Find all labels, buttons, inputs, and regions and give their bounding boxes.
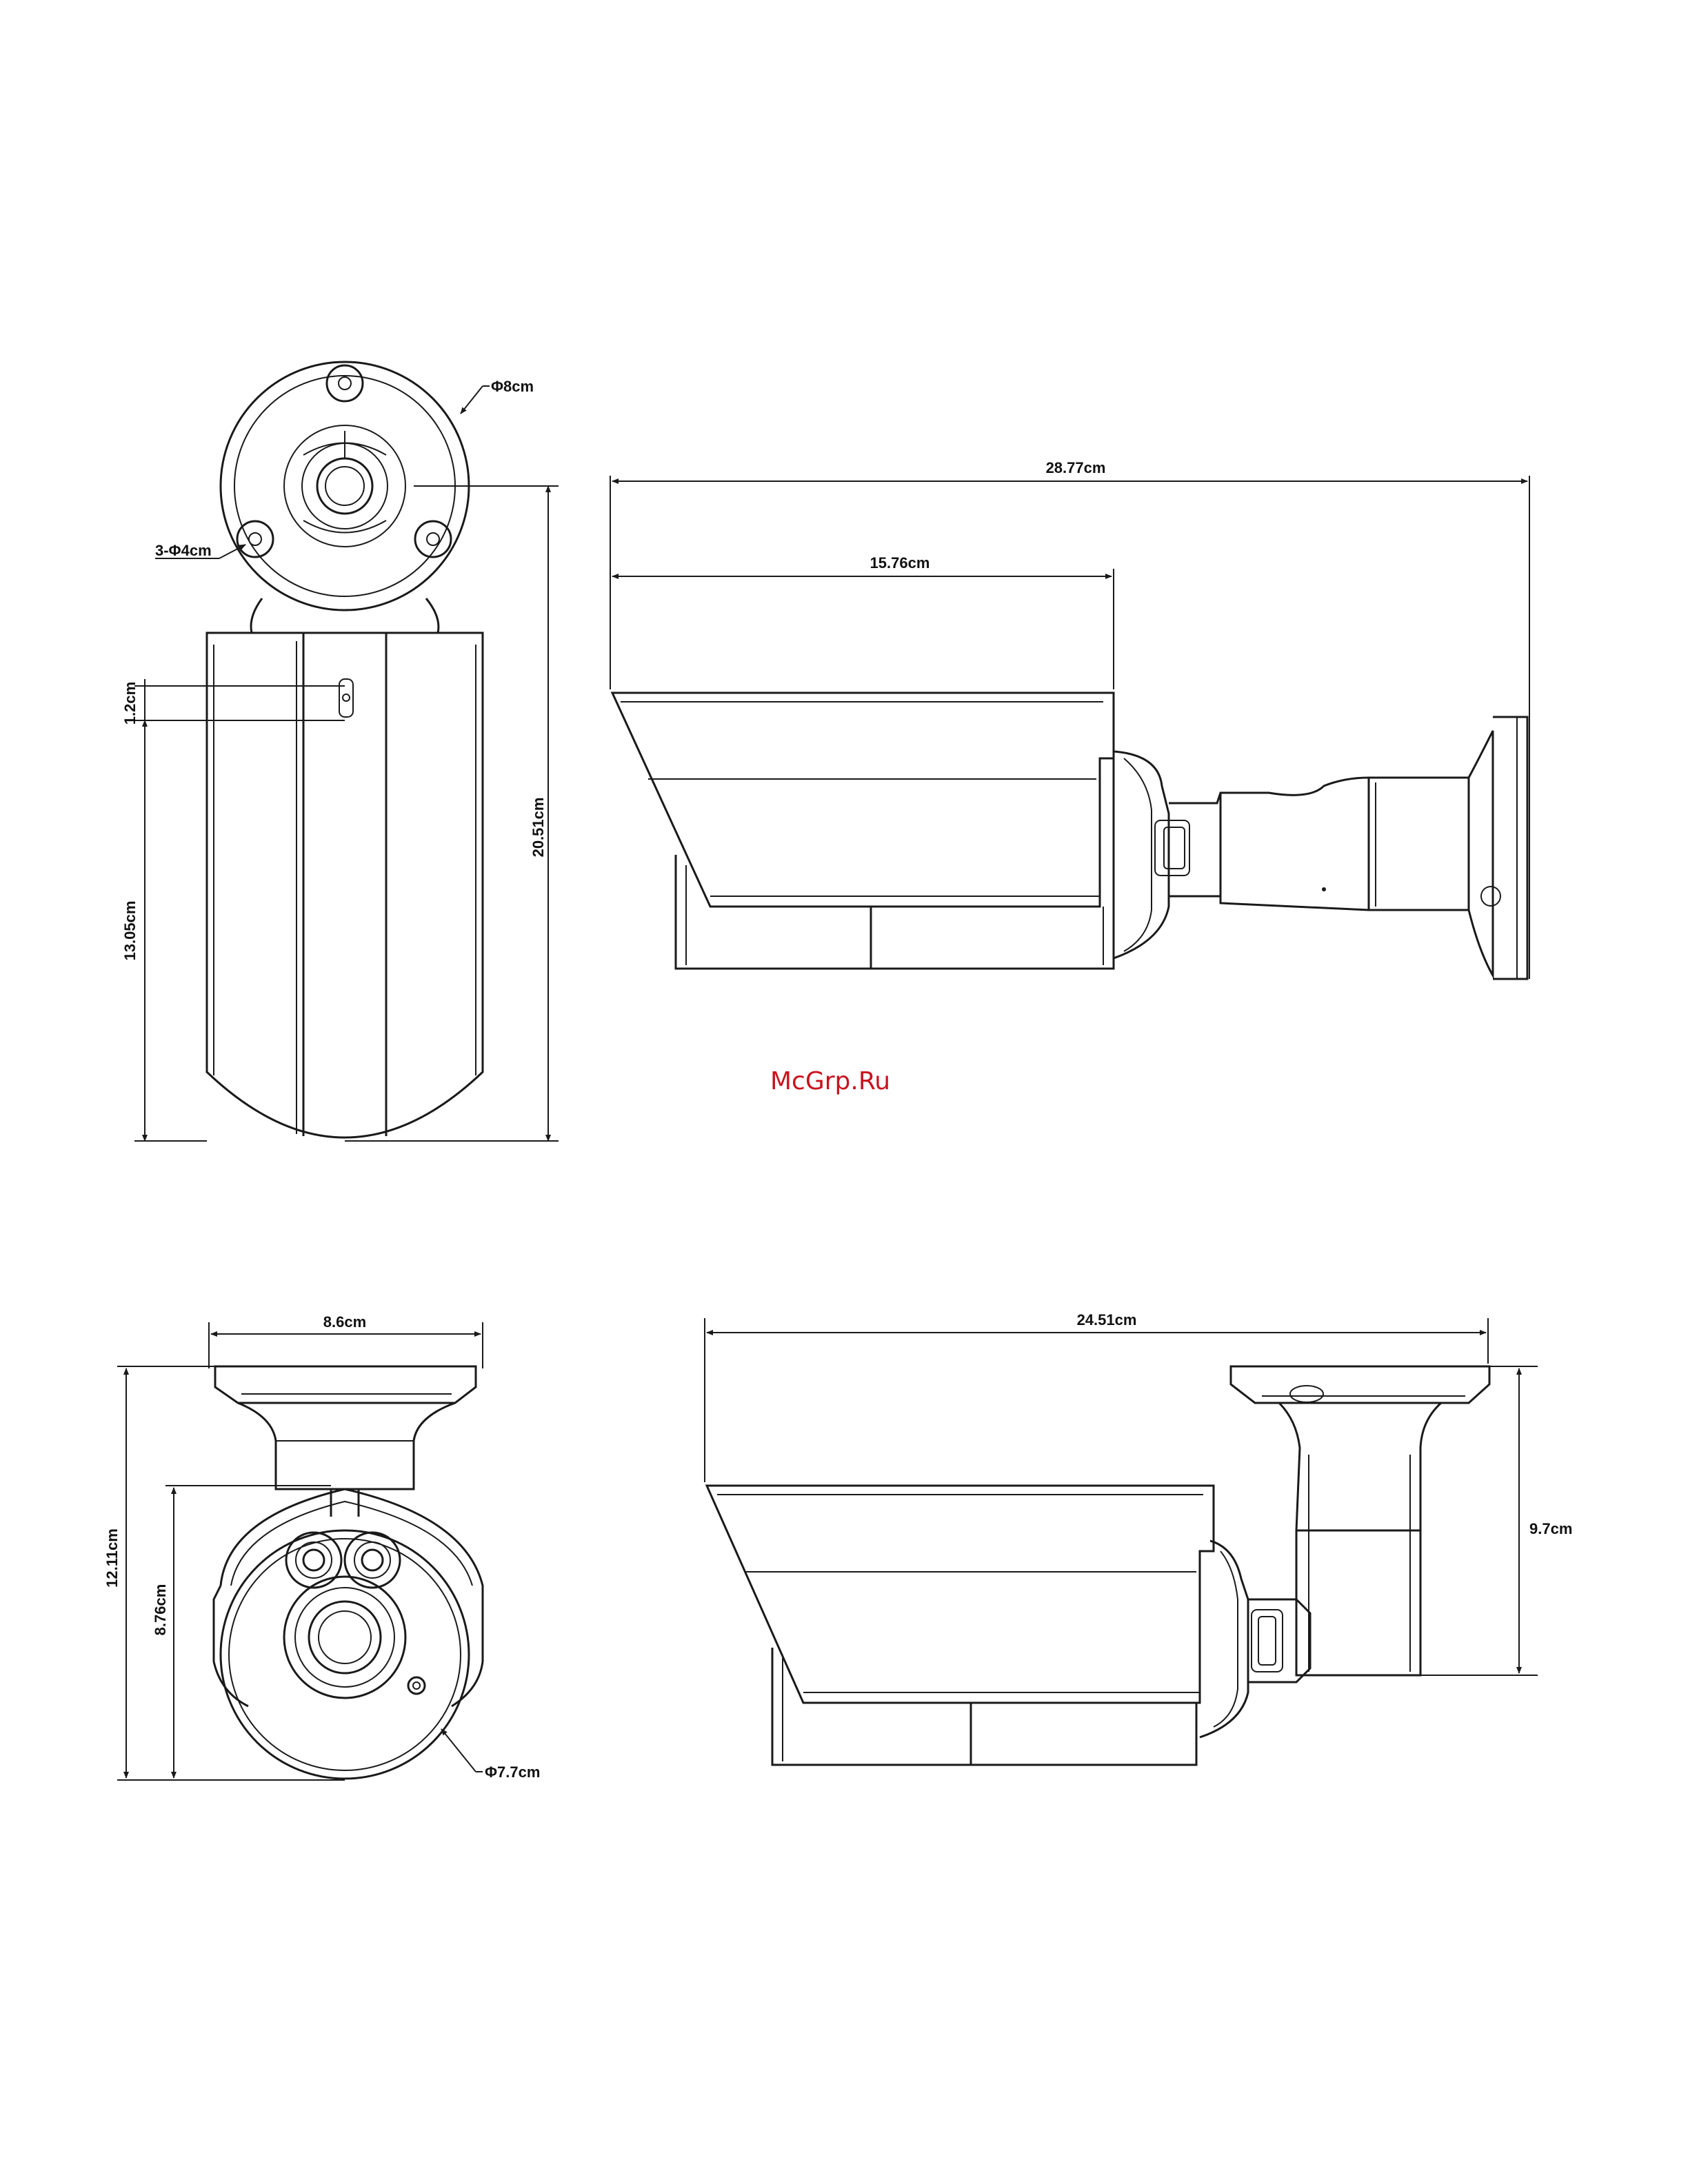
watermark: McGrp.Ru bbox=[770, 1067, 890, 1095]
bracket-height-label: 9.7cm bbox=[1529, 1520, 1572, 1537]
front-body-height-dimension: 8.76cm bbox=[152, 1486, 331, 1778]
body-length-label: 13.05cm bbox=[121, 901, 139, 961]
front-diameter-label: Φ7.7cm bbox=[485, 1763, 540, 1781]
diameter-8-label: Φ8cm bbox=[491, 378, 534, 395]
front-height-dimension: 12.11cm bbox=[103, 1366, 345, 1780]
hood-length-label: 15.76cm bbox=[870, 554, 930, 572]
bracket-arm bbox=[1155, 717, 1527, 979]
view-side-upper: 28.77cm 15.76cm bbox=[610, 459, 1529, 979]
front-width-label: 8.6cm bbox=[323, 1313, 366, 1331]
front-diameter-callout: Φ7.7cm bbox=[441, 1729, 540, 1781]
front-body bbox=[221, 1530, 469, 1779]
lower-camera-body bbox=[772, 1648, 1196, 1765]
front-wall-plate bbox=[215, 1366, 476, 1403]
mount-base-circle bbox=[221, 362, 469, 633]
side-length-label: 24.51cm bbox=[1077, 1311, 1137, 1328]
view-front: 8.6cm 12.11cm 8.76cm Φ7.7cm bbox=[103, 1313, 540, 1781]
overall-height-dimension: 20.51cm bbox=[345, 486, 559, 1141]
overall-length-dimension: 28.77cm bbox=[610, 459, 1529, 979]
front-width-dimension: 8.6cm bbox=[209, 1313, 483, 1368]
body-length-dimension: 13.05cm bbox=[121, 720, 207, 1141]
hood-length-dimension: 15.76cm bbox=[612, 554, 1114, 689]
overall-height-label: 20.51cm bbox=[530, 798, 547, 858]
camera-body-side bbox=[676, 758, 1114, 969]
front-bracket bbox=[238, 1403, 455, 1517]
camera-body-top bbox=[207, 633, 483, 1138]
rear-cap bbox=[1114, 751, 1169, 958]
slot-height-dimension: 1.2cm bbox=[121, 679, 345, 727]
diameter-8-callout: Φ8cm bbox=[461, 378, 534, 414]
lower-rear-cap bbox=[1200, 1541, 1248, 1737]
lower-bracket bbox=[1231, 1366, 1489, 1682]
bracket-height-dimension: 9.7cm bbox=[1420, 1366, 1572, 1675]
sun-hood bbox=[612, 693, 1114, 907]
view-top-front: Φ8cm 3-Φ4cm 20.51cm 1.2cm 13.05cm bbox=[121, 362, 559, 1141]
overall-length-label: 28.77cm bbox=[1046, 459, 1106, 476]
mount-holes-label: 3-Φ4cm bbox=[155, 542, 212, 559]
front-body-height-label: 8.76cm bbox=[152, 1584, 169, 1636]
slot-height-label: 1.2cm bbox=[121, 682, 139, 725]
view-side-lower: 24.51cm 9.7cm bbox=[705, 1311, 1572, 1765]
front-height-label: 12.11cm bbox=[103, 1528, 121, 1588]
mount-holes-callout: 3-Φ4cm bbox=[155, 542, 245, 559]
